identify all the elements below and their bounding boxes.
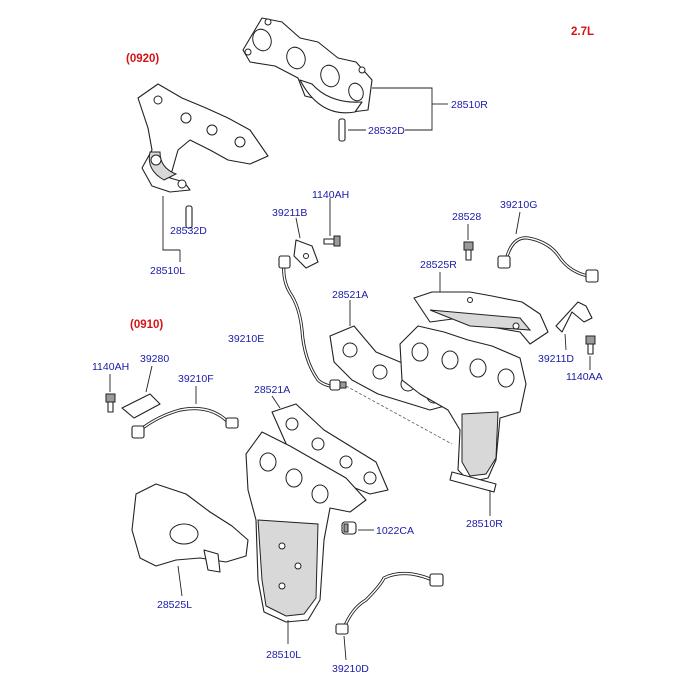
mid-rear-exhaust-manifold-with-converter	[399, 325, 527, 493]
lower-front-exhaust-manifold-with-converter	[245, 431, 367, 623]
bolt-1140ah-left	[105, 393, 116, 413]
sensor-39210d	[335, 571, 444, 635]
heat-protector-28525r	[413, 291, 549, 345]
sensor-39210g	[497, 236, 599, 283]
label-28510l-low: 28510L	[266, 649, 301, 661]
label-28528: 28528	[452, 211, 481, 223]
label-39280: 39280	[140, 353, 169, 365]
upper-front-stud	[185, 205, 193, 229]
label-28510l-top: 28510L	[150, 265, 185, 277]
label-28525l: 28525L	[157, 599, 192, 611]
bracket-39211b	[293, 239, 319, 269]
engine-label: 2.7L	[571, 26, 594, 38]
upper-rear-stud	[338, 118, 346, 142]
label-39210f: 39210F	[178, 373, 214, 385]
variant-label-0920: (0920)	[126, 53, 159, 65]
bolt-1140ah-mid	[323, 235, 341, 247]
nut-28528	[463, 241, 474, 261]
label-28521a-mid: 28521A	[332, 289, 368, 301]
label-28510r-top: 28510R	[451, 99, 488, 111]
variant-label-0910: (0910)	[130, 319, 163, 331]
label-28525r: 28525R	[420, 259, 457, 271]
upper-rear-exhaust-manifold	[242, 17, 373, 114]
label-39210g: 39210G	[500, 199, 537, 211]
bolt-1140aa	[585, 335, 596, 355]
bracket-39280	[121, 393, 161, 419]
label-28510r-low: 28510R	[466, 518, 503, 530]
label-1140ah-left: 1140AH	[92, 361, 129, 373]
label-39211d: 39211D	[538, 353, 574, 365]
sensor-39210e	[278, 255, 347, 391]
label-39210d: 39210D	[332, 663, 369, 675]
heat-protector-28525l	[131, 483, 249, 573]
label-28532d-left: 28532D	[170, 225, 207, 237]
sensor-39210f	[131, 406, 239, 439]
label-1140ah-mid: 1140AH	[312, 189, 349, 201]
label-28532d-top: 28532D	[368, 125, 405, 137]
label-39210e: 39210E	[228, 333, 264, 345]
bracket-39211d	[555, 301, 593, 333]
label-28521a-low: 28521A	[254, 384, 290, 396]
label-39211b: 39211B	[272, 207, 307, 219]
upper-front-exhaust-manifold	[137, 83, 269, 193]
nut-1022ca	[341, 521, 357, 535]
label-1140aa: 1140AA	[566, 371, 603, 383]
label-1022ca: 1022CA	[376, 525, 414, 537]
